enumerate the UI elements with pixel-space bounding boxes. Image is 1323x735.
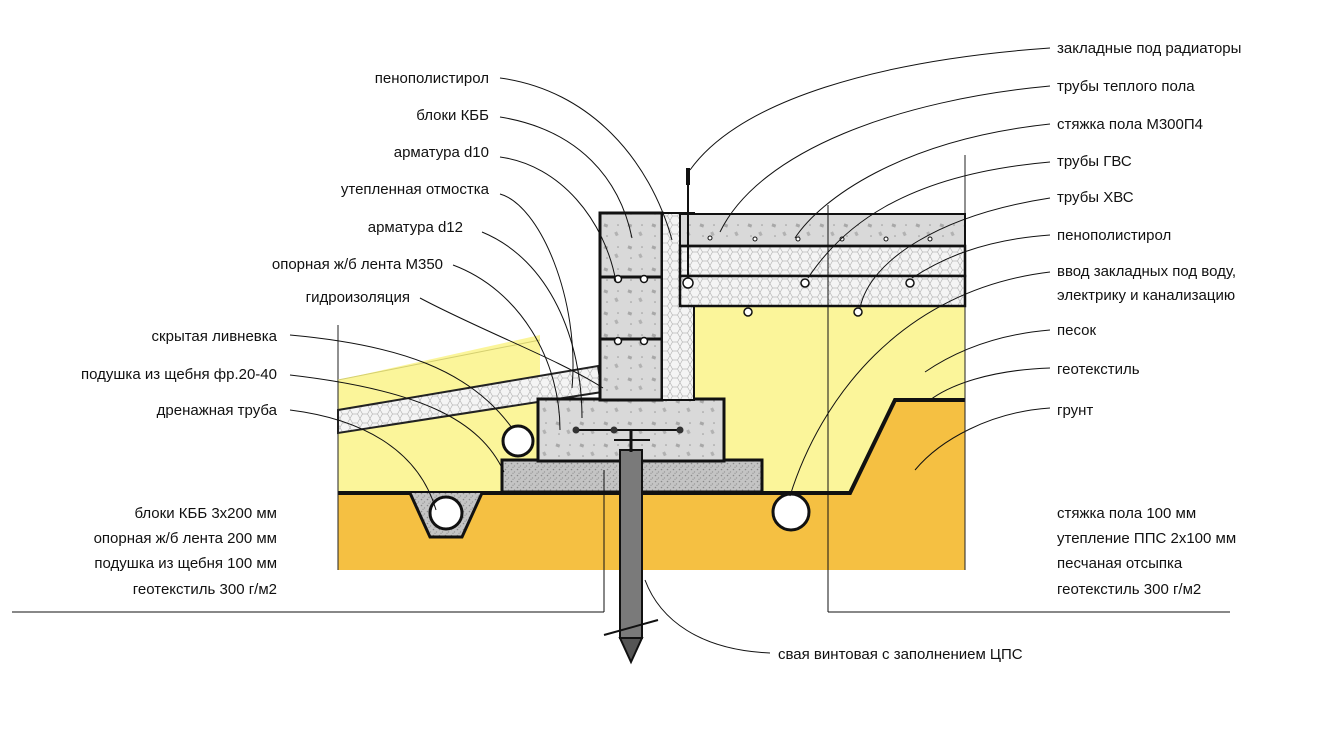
spec-left-gravel: подушка из щебня 100 мм [94,555,277,572]
leader-lines [289,47,1051,654]
label-gravel-cushion: подушка из щебня фр.20-40 [81,366,277,383]
spec-right-insulation: утепление ППС 2х100 мм [1057,530,1237,547]
label-insulated-blind-area: утепленная отмостка [340,181,489,198]
drainage-pipe [408,492,484,539]
label-concrete-strip: опорная ж/б лента М350 [271,256,443,273]
spec-right-sand: песчаная отсыпка [1057,555,1183,572]
label-floor-heating-pipes: трубы теплого пола [1057,78,1195,95]
utility-inlet-pipe [771,492,811,532]
floor-screed [679,213,966,247]
label-waterproofing: гидроизоляция [305,289,410,306]
spec-left-strip: опорная ж/б лента 200 мм [93,530,277,547]
label-cold-water-pipes: трубы ХВС [1057,189,1134,206]
label-utility-inlet-2: электрику и канализацию [1057,287,1236,304]
label-sand: песок [1057,322,1097,339]
label-kbb-blocks: блоки КББ [416,107,489,124]
spec-right-screed: стяжка пола 100 мм [1057,505,1197,522]
kbb-block-wall [598,211,664,402]
label-hot-water-pipes: трубы ГВС [1057,153,1132,170]
label-rebar-d12: арматура d12 [367,219,463,236]
label-eps-left: пенополистирол [374,70,489,87]
water-pipes [682,277,915,317]
spec-right-geotextile: геотекстиль 300 г/м2 [1057,581,1202,598]
label-utility-inlet-1: ввод закладных под воду, [1057,263,1237,280]
label-floor-screed: стяжка пола М300П4 [1057,116,1203,133]
spec-left-blocks: блоки КББ 3х200 мм [134,505,277,522]
label-screw-pile: свая винтовая с заполнением ЦПС [778,646,1023,663]
storm-drain-pipe [501,424,535,458]
screw-pile [603,430,659,665]
floor-eps-layers [678,244,967,308]
label-rebar-d10: арматура d10 [393,144,489,161]
label-eps-right: пенополистирол [1057,227,1172,244]
label-radiator-embeds: закладные под радиаторы [1057,40,1242,57]
label-drainage-pipe: дренажная труба [156,402,277,419]
floor-heating-pipes [707,235,933,242]
label-hidden-storm-drain: скрытая ливневка [151,328,277,345]
spec-left-geotextile: геотекстиль 300 г/м2 [132,581,277,598]
label-soil: грунт [1057,402,1094,419]
label-geotextile: геотекстиль [1057,361,1140,378]
